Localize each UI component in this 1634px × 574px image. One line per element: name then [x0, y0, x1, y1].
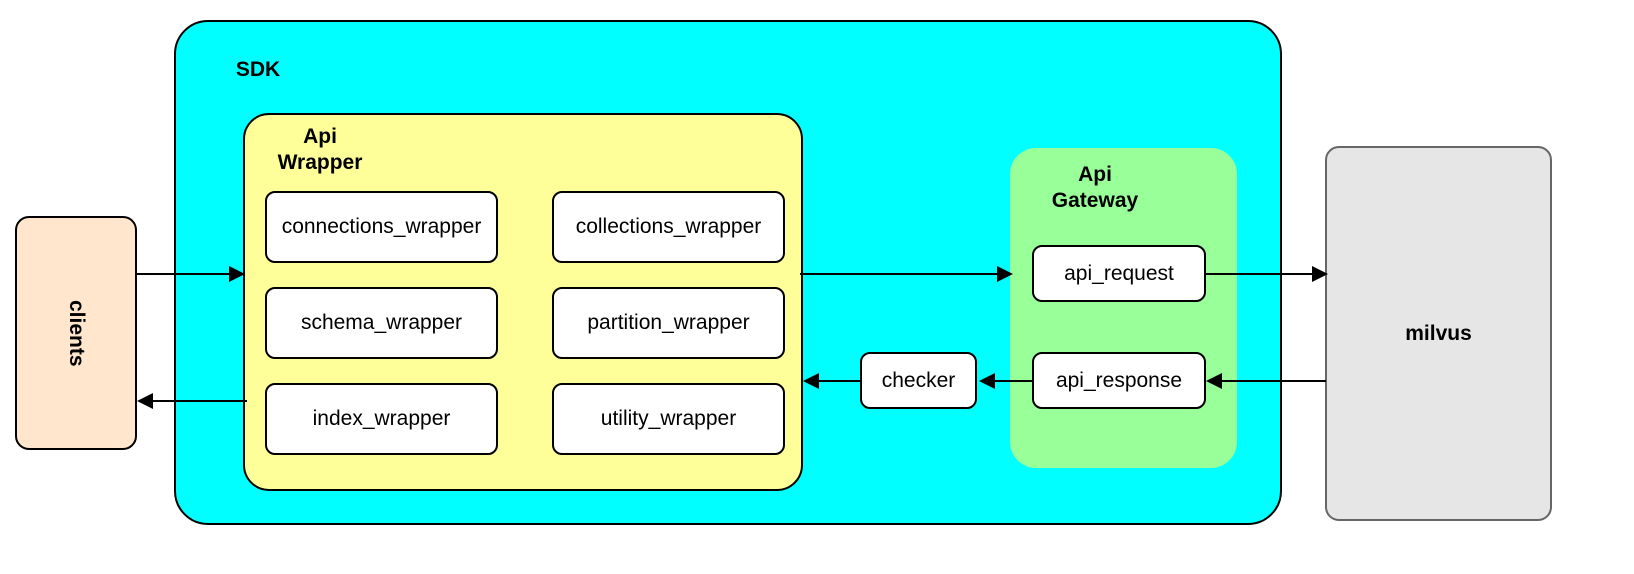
milvus-box[interactable]: milvus: [1325, 146, 1552, 521]
edge-milvus-to-apiresponse: [1204, 369, 1326, 393]
module-collections-wrapper[interactable]: collections_wrapper: [552, 191, 785, 263]
api-wrapper-label: Api Wrapper: [277, 125, 363, 174]
module-label: connections_wrapper: [281, 215, 482, 238]
milvus-label: milvus: [1405, 321, 1472, 345]
checker-label: checker: [881, 368, 956, 392]
module-utility-wrapper[interactable]: utility_wrapper: [552, 383, 785, 455]
module-api-response[interactable]: api_response: [1032, 352, 1206, 409]
module-index-wrapper[interactable]: index_wrapper: [265, 383, 498, 455]
edge-clients-to-sdk: [137, 262, 247, 286]
clients-box[interactable]: clients: [15, 216, 137, 450]
api-gateway-label: Api Gateway: [1051, 163, 1139, 212]
api-gateway-container[interactable]: Api Gateway: [1010, 148, 1237, 468]
sdk-label: SDK: [235, 58, 281, 81]
module-label: collections_wrapper: [575, 215, 762, 238]
edge-checker-to-apiwrapper: [801, 369, 862, 393]
module-schema-wrapper[interactable]: schema_wrapper: [265, 287, 498, 359]
module-label: utility_wrapper: [600, 407, 737, 430]
module-partition-wrapper[interactable]: partition_wrapper: [552, 287, 785, 359]
module-label: partition_wrapper: [587, 311, 750, 334]
module-api-request[interactable]: api_request: [1032, 245, 1206, 302]
edge-apiresponse-to-checker: [977, 369, 1034, 393]
edge-apiwrapper-to-apigateway: [800, 262, 1015, 286]
module-label: schema_wrapper: [300, 311, 463, 334]
edge-sdk-to-clients: [135, 389, 247, 413]
module-connections-wrapper[interactable]: connections_wrapper: [265, 191, 498, 263]
edge-apirequest-to-milvus: [1206, 262, 1330, 286]
module-label: api_response: [1055, 368, 1183, 392]
clients-label: clients: [65, 299, 88, 367]
checker-box[interactable]: checker: [860, 352, 977, 409]
module-label: api_request: [1064, 261, 1174, 285]
module-label: index_wrapper: [312, 407, 451, 430]
